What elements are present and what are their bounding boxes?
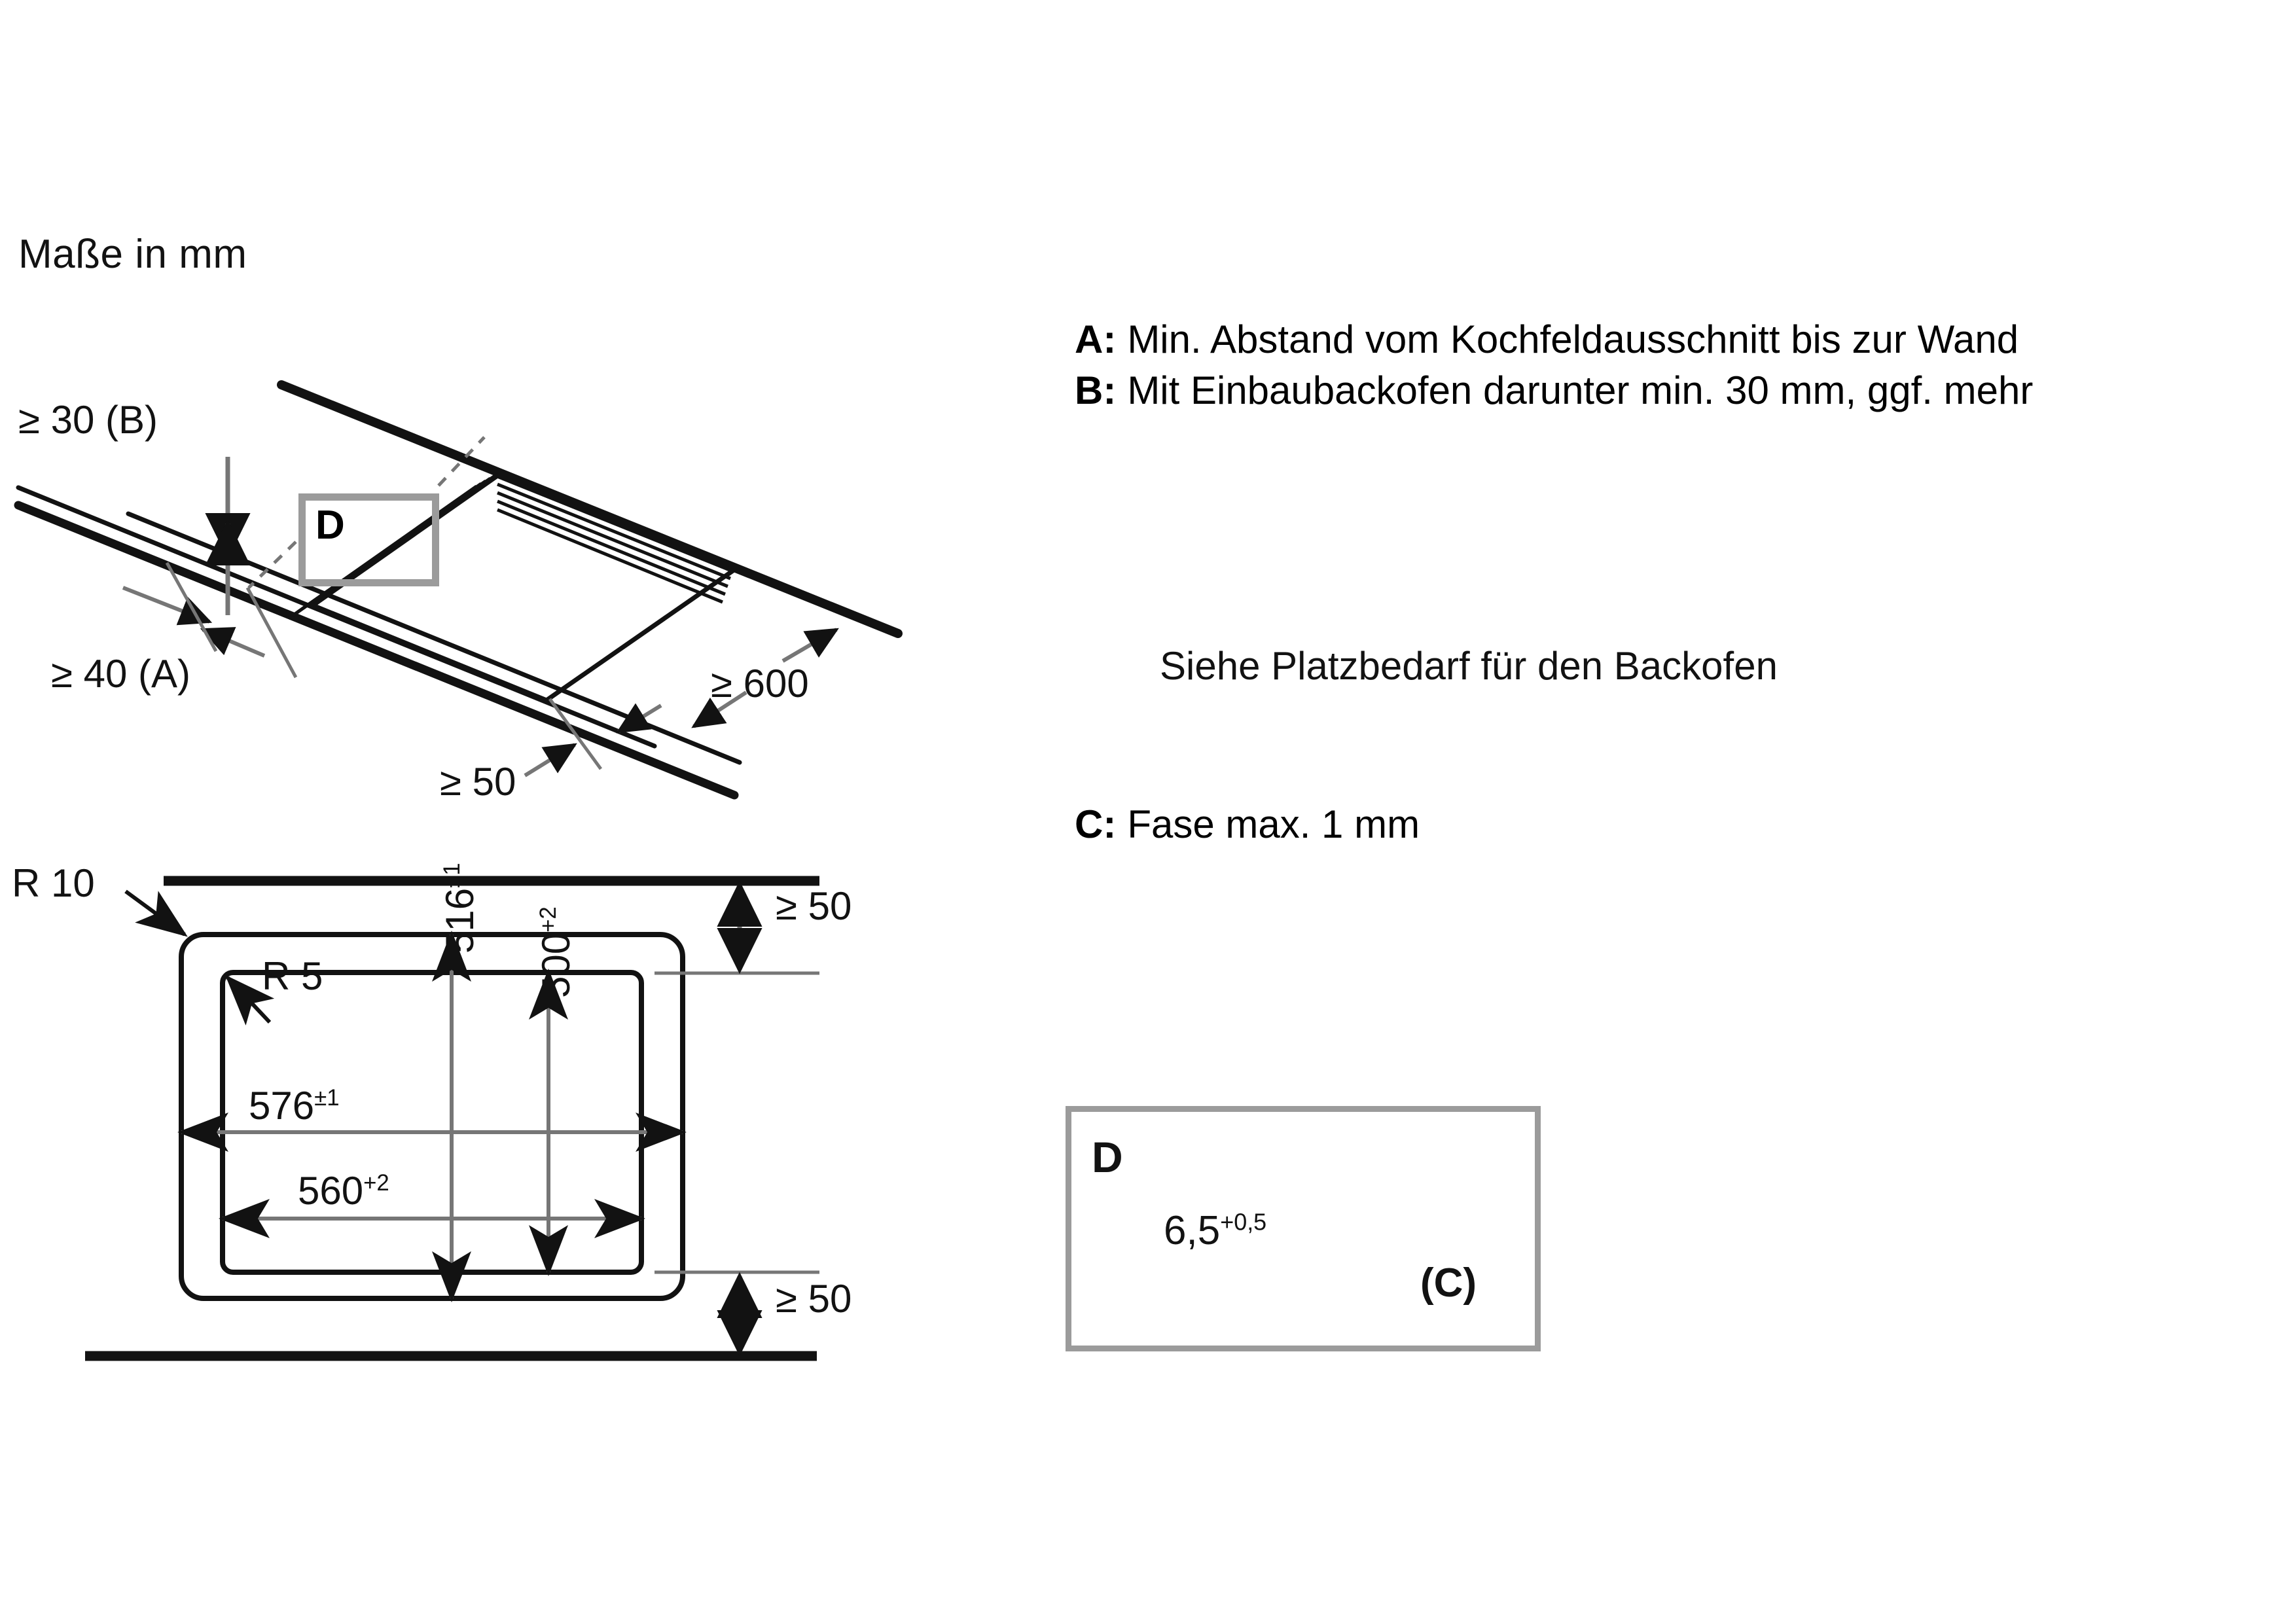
units-label: Maße in mm <box>18 232 247 277</box>
note-see-also: Siehe Platzbedarf für den Backofen <box>1160 644 1778 688</box>
dim-500-tolerance: +2 <box>535 906 561 933</box>
note-b: B: Mit Einbaubackofen darunter min. 30 m… <box>1075 365 2227 416</box>
detail-d-thickness-label: 6,5+0,5 <box>1164 1208 1267 1253</box>
dim-576-tolerance: ±1 <box>314 1085 340 1111</box>
dim-50-persp-leaders <box>524 698 662 777</box>
dim-label-560: 560+2 <box>298 1171 389 1211</box>
r5-leader <box>224 974 275 1026</box>
clearance-label-top-50: ≥ 50 <box>776 884 852 928</box>
radius-label-r10: R 10 <box>12 861 95 905</box>
note-a: A: Min. Abstand vom Kochfeldausschnitt b… <box>1075 314 2227 365</box>
note-a-text: Min. Abstand vom Kochfeldausschnitt bis … <box>1127 317 2019 361</box>
dim-576-base: 576 <box>249 1084 315 1128</box>
hob-cutout-outline <box>287 473 738 703</box>
clearance-label-bottom-50: ≥ 50 <box>776 1277 852 1321</box>
detail-d-label: D <box>1092 1133 1123 1181</box>
perspective-view-graphics <box>14 380 903 800</box>
worktop-front-edge-lower <box>14 501 739 800</box>
note-b-text: Mit Einbaubackofen darunter min. 30 mm, … <box>1127 368 2034 412</box>
dim-label-b: ≥ 30 (B) <box>18 398 158 442</box>
dim-516-tolerance: ±1 <box>439 863 465 888</box>
note-b-key: B: <box>1075 368 1117 412</box>
perspective-detail-d-callout-box <box>298 493 439 586</box>
dim-516-base: 516 <box>438 887 482 954</box>
dim-label-50-perspective: ≥ 50 <box>440 760 516 804</box>
dim-600-leaders <box>691 628 839 728</box>
dim-50-bottom <box>655 1270 819 1357</box>
note-c-text: Fase max. 1 mm <box>1127 802 1420 846</box>
note-a-key: A: <box>1075 317 1117 361</box>
detail-d-thickness-base: 6,5 <box>1164 1208 1221 1253</box>
plan-view-graphics <box>85 876 819 1361</box>
radius-label-r5: R 5 <box>262 954 323 998</box>
dim-500-base: 500 <box>534 932 578 998</box>
dim-560-tolerance: +2 <box>363 1170 389 1196</box>
dim-label-576: 576±1 <box>249 1086 340 1126</box>
note-c: C: Fase max. 1 mm <box>1075 802 1420 847</box>
notes-block: A: Min. Abstand vom Kochfeldausschnitt b… <box>1075 314 2227 416</box>
detail-d-box <box>1066 1106 1541 1351</box>
dim-label-500: 500+2 <box>534 906 578 998</box>
wall-line <box>277 380 903 638</box>
detail-d-chamfer-ref-label: (C) <box>1420 1260 1477 1306</box>
r10-leader <box>124 889 188 937</box>
dim-label-600: ≥ 600 <box>711 662 809 705</box>
dim-a-leaders <box>122 562 298 679</box>
perspective-detail-d-label: D <box>315 503 345 548</box>
dim-label-516: 516±1 <box>438 863 482 954</box>
dim-560-base: 560 <box>298 1169 364 1213</box>
dim-label-a: ≥ 40 (A) <box>51 652 190 696</box>
detail-d-thickness-tolerance: +0,5 <box>1220 1208 1267 1236</box>
note-c-key: C: <box>1075 802 1117 846</box>
dim-50-top <box>655 880 819 975</box>
